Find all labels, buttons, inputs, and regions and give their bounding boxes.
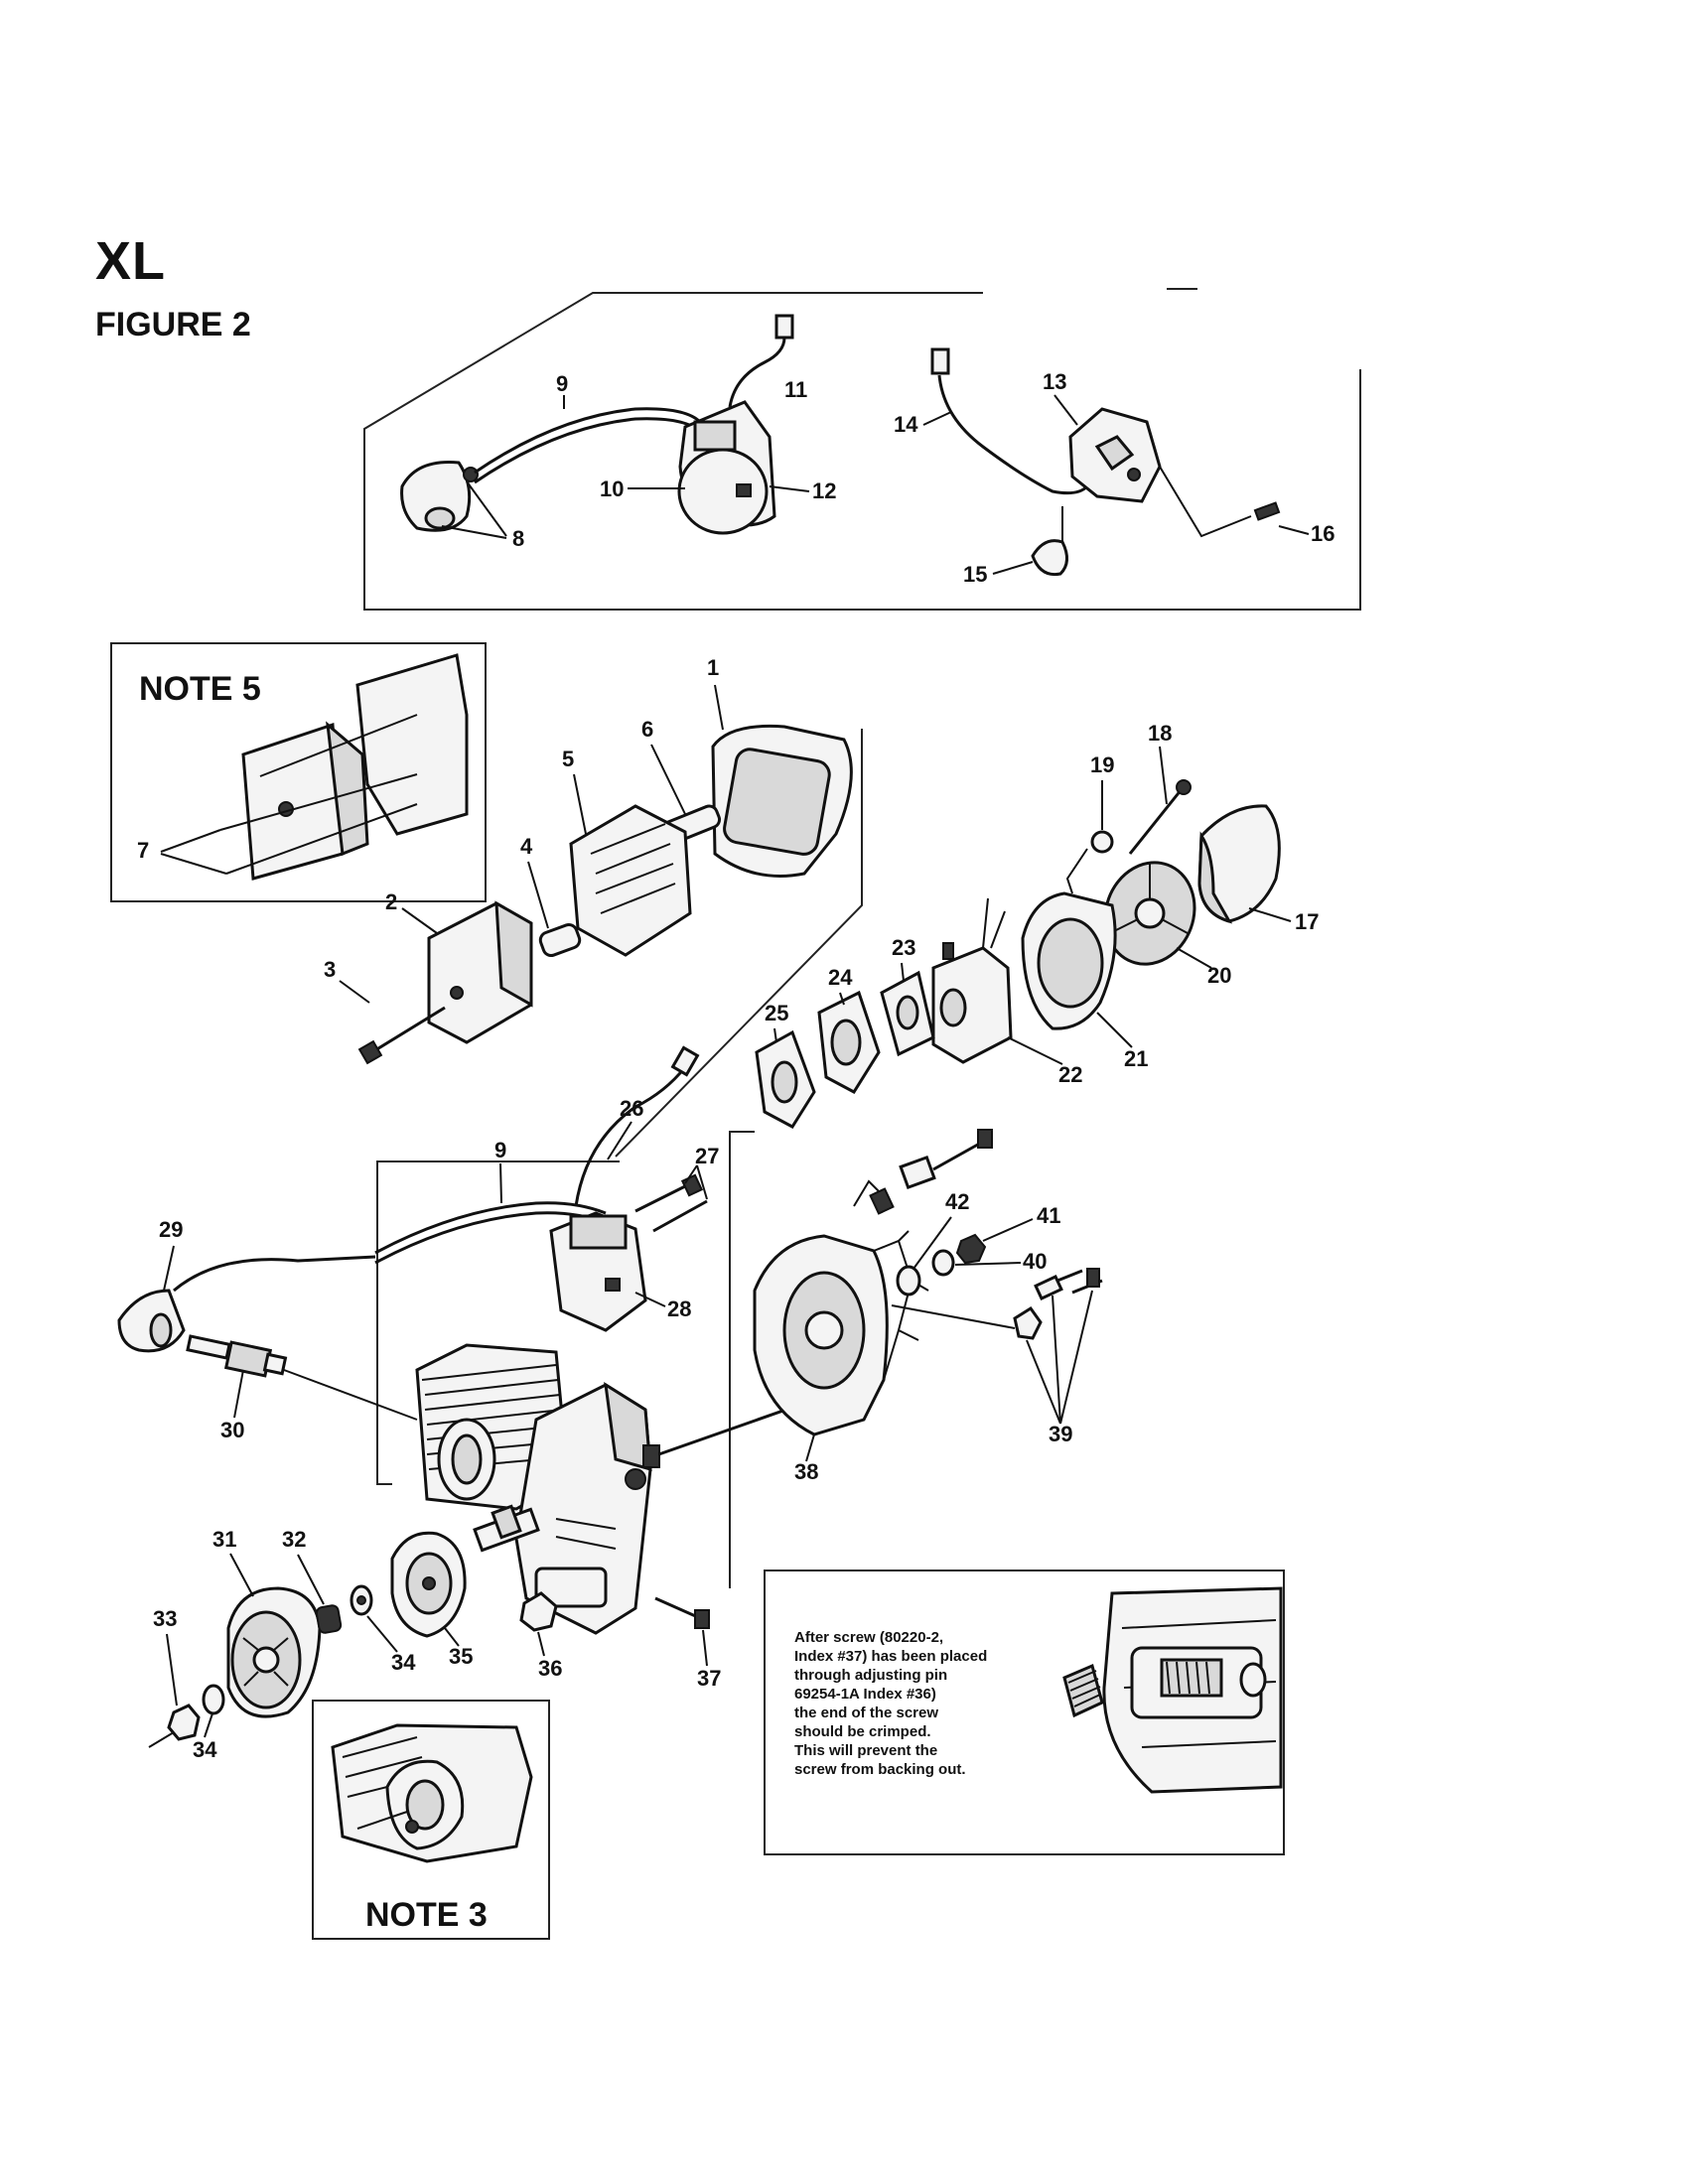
callout-2: 2 — [385, 889, 397, 914]
callout-42: 42 — [945, 1189, 969, 1214]
clutch-drum — [226, 1586, 322, 1718]
spark-plug — [186, 1334, 288, 1378]
callout-3: 3 — [324, 957, 336, 982]
figure-title: FIGURE 2 — [95, 306, 251, 343]
callout-27: 27 — [695, 1144, 719, 1168]
callout-12: 12 — [812, 478, 836, 503]
callout-28: 28 — [667, 1297, 691, 1321]
callout-5: 5 — [562, 747, 574, 771]
crimp-note-line: through adjusting pin — [794, 1667, 948, 1684]
crimp-note-line: After screw (80220-2, — [794, 1629, 944, 1646]
callout-29: 29 — [159, 1217, 183, 1242]
callout-9-lower: 9 — [494, 1138, 506, 1162]
adjusting-pin — [519, 1591, 558, 1632]
primary-lead — [728, 337, 786, 408]
crimp-note-line: the end of the screw — [794, 1705, 939, 1721]
callout-14: 14 — [894, 412, 918, 437]
clutch-nut — [167, 1704, 201, 1741]
note-5-title: NOTE 5 — [139, 670, 261, 708]
note-3-title: NOTE 3 — [365, 1896, 488, 1934]
crankshaft — [473, 1504, 540, 1553]
ignition-lead-lower — [374, 1201, 607, 1255]
ignition-module-28 — [549, 1211, 647, 1332]
crimp-illustration — [1062, 1586, 1283, 1794]
crimp-note-text: After screw (80220-2, Index #37) has bee… — [794, 1628, 1072, 1779]
callout-35: 35 — [449, 1644, 473, 1669]
callout-24: 24 — [828, 965, 853, 990]
model-title: XL — [95, 231, 167, 291]
callout-32: 32 — [282, 1527, 306, 1552]
crimp-note-box — [764, 1570, 1285, 1855]
callout-16: 16 — [1311, 521, 1334, 546]
callout-4: 4 — [520, 834, 533, 859]
grommet — [1031, 539, 1068, 577]
ignition-module — [677, 400, 776, 535]
crankcase-cover — [753, 1230, 929, 1436]
switch-assembly — [1068, 407, 1162, 503]
callout-39: 39 — [1049, 1422, 1072, 1446]
callout-37: 37 — [697, 1666, 721, 1691]
callout-10: 10 — [600, 477, 624, 501]
callout-1: 1 — [707, 655, 719, 680]
ignition-lead-top — [474, 407, 702, 475]
ignition-group: 9 11 10 12 8 13 14 15 16 — [363, 288, 1361, 611]
crimp-note-line: 69254-1A Index #36) — [794, 1686, 936, 1703]
callout-19: 19 — [1090, 752, 1114, 777]
carburetor-group: 17 18 19 20 21 22 23 24 25 — [755, 721, 1319, 1129]
air-filter — [1103, 861, 1196, 966]
callout-34-upper: 34 — [391, 1650, 416, 1675]
callout-40: 40 — [1023, 1249, 1047, 1274]
clutch-group: 31 32 33 34 34 35 36 37 — [148, 1527, 721, 1762]
ignition-lead-26 — [574, 1066, 687, 1207]
callout-9-top: 9 — [556, 371, 568, 396]
crimp-note-line: Index #37) has been placed — [794, 1648, 988, 1665]
crimp-note-line: This will prevent the — [794, 1742, 938, 1759]
muffler-group: 1 5 6 4 2 3 — [324, 655, 863, 1158]
callout-26: 26 — [620, 1096, 643, 1121]
callout-25: 25 — [765, 1001, 788, 1025]
clutch — [390, 1531, 467, 1638]
callout-22: 22 — [1058, 1062, 1082, 1087]
callout-30: 30 — [220, 1418, 244, 1442]
callout-23: 23 — [892, 935, 915, 960]
crankcase — [514, 1382, 815, 1635]
callout-8: 8 — [512, 526, 524, 551]
note-5-box: NOTE 5 7 — [110, 642, 487, 902]
callout-7: 7 — [137, 838, 149, 863]
callout-38: 38 — [794, 1459, 818, 1484]
callout-6: 6 — [641, 717, 653, 742]
callout-41: 41 — [1037, 1203, 1060, 1228]
engine-group — [117, 1045, 815, 1635]
callout-13: 13 — [1043, 369, 1066, 394]
crimp-note-line: screw from backing out. — [794, 1761, 966, 1778]
callout-18: 18 — [1148, 721, 1172, 746]
callout-33: 33 — [153, 1606, 177, 1631]
callout-34-lower: 34 — [193, 1737, 217, 1762]
callout-15: 15 — [963, 562, 987, 587]
crimp-note-line: should be crimped. — [794, 1723, 931, 1740]
callout-31: 31 — [212, 1527, 236, 1552]
note-3-box: NOTE 3 — [312, 1700, 550, 1940]
callout-11: 11 — [784, 377, 807, 402]
spark-plug-boot — [400, 461, 479, 532]
callout-36: 36 — [538, 1656, 562, 1681]
crankcase-cover-group: 38 39 40 41 42 9 26 27 28 29 30 — [159, 1096, 1103, 1484]
spark-plug-boot-29 — [117, 1289, 186, 1353]
callout-21: 21 — [1124, 1046, 1148, 1071]
callout-17: 17 — [1295, 909, 1319, 934]
